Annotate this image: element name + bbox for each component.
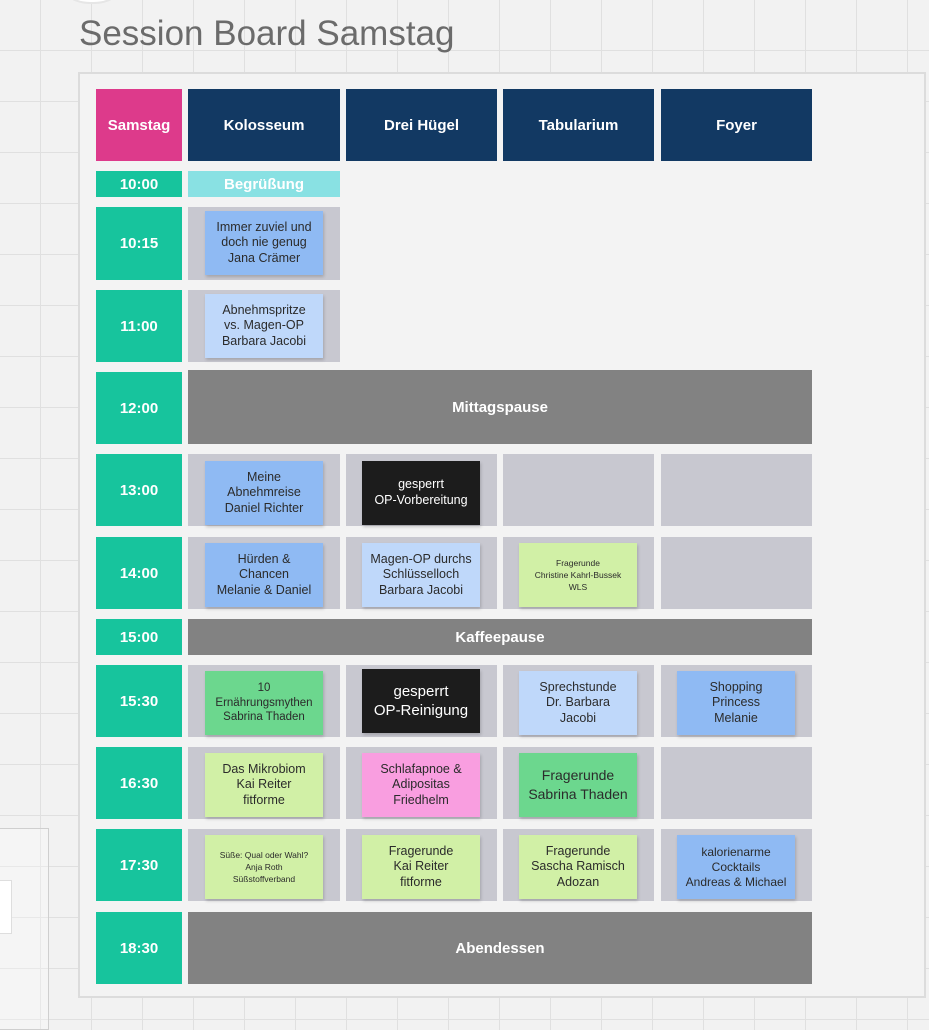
session-note-line: OP-Reinigung	[373, 702, 469, 719]
time-1400[interactable]: 14:00	[96, 537, 182, 609]
session-note-line: Shopping	[709, 679, 763, 694]
session-note-line: Barbara Jacobi	[221, 333, 307, 348]
time-1000[interactable]: 10:00	[96, 171, 182, 197]
session-note-line: Chancen	[238, 567, 290, 582]
session-note-line: Abnehmspritze	[222, 302, 306, 317]
session-note-line: Abnehmreise	[227, 485, 301, 500]
session-note-line: kalorienarme	[701, 844, 771, 859]
session-note[interactable]: gesperrt OP-Reinigung	[362, 669, 480, 733]
session-note[interactable]: Immer zuviel und doch nie genug Jana Crä…	[205, 211, 323, 275]
session-note-line: Fragerunde	[556, 557, 600, 568]
session-note[interactable]: Magen-OP durchs Schlüsselloch Barbara Ja…	[362, 543, 480, 607]
session-note-line: Melanie	[714, 710, 758, 725]
session-note-line: vs. Magen-OP	[224, 318, 304, 333]
slot-1400-foyer[interactable]	[661, 537, 812, 609]
session-note-line: gesperrt	[398, 477, 444, 492]
session-note[interactable]: Schlafapnoe & Adipositas Friedhelm	[362, 753, 480, 817]
session-note-line: Melanie & Daniel	[216, 582, 312, 597]
session-note[interactable]: 10 Ernährungsmythen Sabrina Thaden	[205, 671, 323, 735]
session-note-line: Princess	[712, 695, 760, 710]
session-note-line: doch nie genug	[221, 235, 307, 250]
session-note-line: Christine Kahrl-Bussek	[534, 569, 622, 580]
session-note[interactable]: Meine Abnehmreise Daniel Richter	[205, 461, 323, 525]
session-note[interactable]: gesperrt OP-Vorbereitung	[362, 461, 480, 525]
session-note-line: Meine	[246, 469, 282, 484]
session-note[interactable]: Das Mikrobiom Kai Reiter fitforme	[205, 753, 323, 817]
welcome-block[interactable]: Begrüßung	[188, 171, 340, 197]
break-lunch[interactable]: Mittagspause	[188, 370, 812, 444]
time-1300[interactable]: 13:00	[96, 454, 182, 526]
header-room-foyer[interactable]: Foyer	[661, 89, 812, 161]
session-note-line: Cocktails	[711, 859, 761, 874]
session-note-line: Kai Reiter	[393, 859, 449, 874]
slot-1630-foyer[interactable]	[661, 747, 812, 819]
session-note-line: Süßstoffverband	[232, 874, 296, 885]
time-1100[interactable]: 11:00	[96, 290, 182, 362]
background-circle-shape	[50, 0, 134, 4]
session-note-line: Sabrina Thaden	[223, 711, 305, 724]
session-note[interactable]: Fragerunde Kai Reiter fitforme	[362, 835, 480, 899]
session-note-line: Daniel Richter	[224, 500, 304, 515]
time-1730[interactable]: 17:30	[96, 829, 182, 901]
session-note[interactable]: Süße: Qual oder Wahl? Anja Roth Süßstoff…	[205, 835, 323, 899]
session-note-line: Schlüsselloch	[382, 567, 460, 582]
header-room-kolosseum[interactable]: Kolosseum	[188, 89, 340, 161]
session-note-line: WLS	[568, 582, 588, 593]
break-coffee[interactable]: Kaffeepause	[188, 619, 812, 655]
session-note-line: Fragerunde	[541, 767, 615, 784]
session-note-line: Adozan	[556, 874, 600, 889]
header-room-drei-huegel[interactable]: Drei Hügel	[346, 89, 497, 161]
header-room-tabularium[interactable]: Tabularium	[503, 89, 654, 161]
session-note[interactable]: Fragerunde Sascha Ramisch Adozan	[519, 835, 637, 899]
slot-1300-tabularium[interactable]	[503, 454, 654, 526]
session-note-line: Jana Crämer	[227, 250, 301, 265]
session-note-line: OP-Vorbereitung	[374, 493, 468, 507]
time-1200[interactable]: 12:00	[96, 372, 182, 444]
session-note-line: fitforme	[400, 874, 442, 889]
session-note-line: 10	[257, 682, 271, 695]
session-note-line: Hürden &	[237, 551, 291, 566]
session-note[interactable]: Abnehmspritze vs. Magen-OP Barbara Jacob…	[205, 294, 323, 358]
session-note-line: Dr. Barbara	[546, 695, 610, 710]
background-frame-item	[0, 880, 12, 934]
session-note-line: Immer zuviel und	[216, 219, 312, 234]
session-note-line: Kai Reiter	[236, 777, 292, 792]
session-note-line: Fragerunde	[388, 843, 454, 858]
session-note[interactable]: Fragerunde Christine Kahrl-Bussek WLS	[519, 543, 637, 607]
session-note-line: Fragerunde	[545, 843, 611, 858]
session-note[interactable]: Shopping Princess Melanie	[677, 671, 795, 735]
board-title[interactable]: Session Board Samstag	[79, 14, 455, 53]
session-note[interactable]: Fragerunde Sabrina Thaden	[519, 753, 637, 817]
time-1830[interactable]: 18:30	[96, 912, 182, 984]
time-1500[interactable]: 15:00	[96, 619, 182, 655]
session-note-line: Sprechstunde	[539, 679, 617, 694]
slot-1300-foyer[interactable]	[661, 454, 812, 526]
session-note-line: gesperrt	[393, 682, 449, 700]
time-1630[interactable]: 16:30	[96, 747, 182, 819]
session-note-line: Sabrina Thaden	[528, 786, 628, 802]
session-note-line: fitforme	[243, 792, 285, 807]
session-note[interactable]: Hürden & Chancen Melanie & Daniel	[205, 543, 323, 607]
session-note-line: Anja Roth	[245, 861, 283, 872]
session-note[interactable]: kalorienarme Cocktails Andreas & Michael	[677, 835, 795, 899]
session-note-line: Jacobi	[559, 710, 597, 725]
session-note-line: Das Mikrobiom	[222, 761, 306, 776]
session-note-line: Adipositas	[392, 777, 450, 792]
session-note-line: Andreas & Michael	[685, 874, 787, 889]
session-note-line: Friedhelm	[393, 792, 449, 807]
time-1530[interactable]: 15:30	[96, 665, 182, 737]
session-note-line: Sascha Ramisch	[531, 859, 625, 874]
session-note-line: Süße: Qual oder Wahl?	[219, 849, 309, 860]
session-note-line: Magen-OP durchs	[370, 551, 472, 566]
session-note-line: Ernährungsmythen	[215, 696, 313, 709]
session-note-line: Barbara Jacobi	[378, 582, 464, 597]
time-1015[interactable]: 10:15	[96, 207, 182, 280]
session-note-line: Schlafapnoe &	[380, 761, 462, 776]
header-day[interactable]: Samstag	[96, 89, 182, 161]
break-dinner[interactable]: Abendessen	[188, 912, 812, 984]
session-note[interactable]: Sprechstunde Dr. Barbara Jacobi	[519, 671, 637, 735]
